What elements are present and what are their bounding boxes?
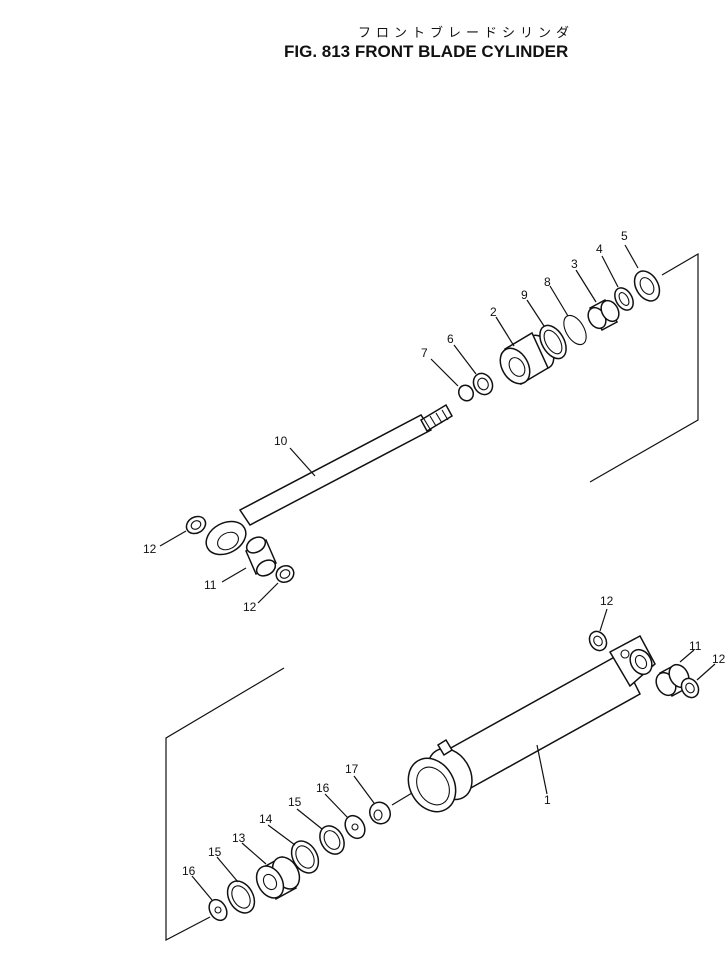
callout-14: 14 <box>259 812 273 826</box>
part-11-bushing-rod-end <box>245 536 277 577</box>
callout-12-rod-left: 12 <box>143 542 157 556</box>
part-12-dust-seal-rod-right <box>275 564 295 584</box>
callout-10: 10 <box>274 434 288 448</box>
callout-11-rod-end: 11 <box>204 578 217 592</box>
callout-13: 13 <box>232 831 246 845</box>
callout-6: 6 <box>447 332 454 346</box>
part-17-nut <box>368 801 392 825</box>
part-3-bushing <box>587 298 620 332</box>
part-5-dust-seal <box>633 270 661 302</box>
callout-16-lower: 16 <box>182 864 196 878</box>
part-9-backup-ring <box>539 324 567 360</box>
part-15-ring-upper <box>319 825 345 855</box>
part-10-piston-rod <box>205 403 454 556</box>
part-7-snap-ring <box>457 384 475 402</box>
part-6-ring <box>472 372 494 396</box>
callout-17: 17 <box>345 762 359 776</box>
callout-9: 9 <box>521 288 528 302</box>
upper-boundary-line <box>589 252 699 483</box>
part-16-wear-ring-upper <box>344 814 366 840</box>
part-14-piston-seal <box>290 840 320 874</box>
part-15-ring-lower <box>226 880 256 914</box>
japanese-title: フロントブレードシリンダ <box>358 26 575 41</box>
callout-15-upper: 15 <box>288 795 302 809</box>
callout-7: 7 <box>421 346 428 360</box>
callout-11-tube-end: 11 <box>689 639 702 653</box>
callout-5: 5 <box>621 229 628 243</box>
callout-15-lower: 15 <box>208 845 222 859</box>
part-13-piston <box>255 855 301 901</box>
callout-3: 3 <box>571 257 578 271</box>
part-1-cylinder-tube <box>407 634 656 813</box>
callout-12-rod-right: 12 <box>243 600 257 614</box>
callout-16-upper: 16 <box>316 781 330 795</box>
part-12-dust-seal-rod-left <box>185 515 207 535</box>
callout-8: 8 <box>544 275 551 289</box>
part-4-seal <box>614 287 634 311</box>
lower-boundary-line <box>165 667 285 941</box>
part-8-o-ring <box>563 314 587 346</box>
figure-title: FIG. 813 FRONT BLADE CYLINDER <box>284 42 569 61</box>
part-12-dust-seal-tube-top <box>588 630 608 652</box>
callout-1: 1 <box>544 793 551 807</box>
part-12-dust-seal-tube-right <box>680 677 700 699</box>
callout-12-tube-top: 12 <box>600 594 614 608</box>
leader-lines <box>159 244 716 901</box>
part-16-wear-ring-lower <box>208 898 228 922</box>
callout-12-tube-right: 12 <box>712 652 726 666</box>
callout-4: 4 <box>596 242 603 256</box>
callout-2: 2 <box>490 305 497 319</box>
